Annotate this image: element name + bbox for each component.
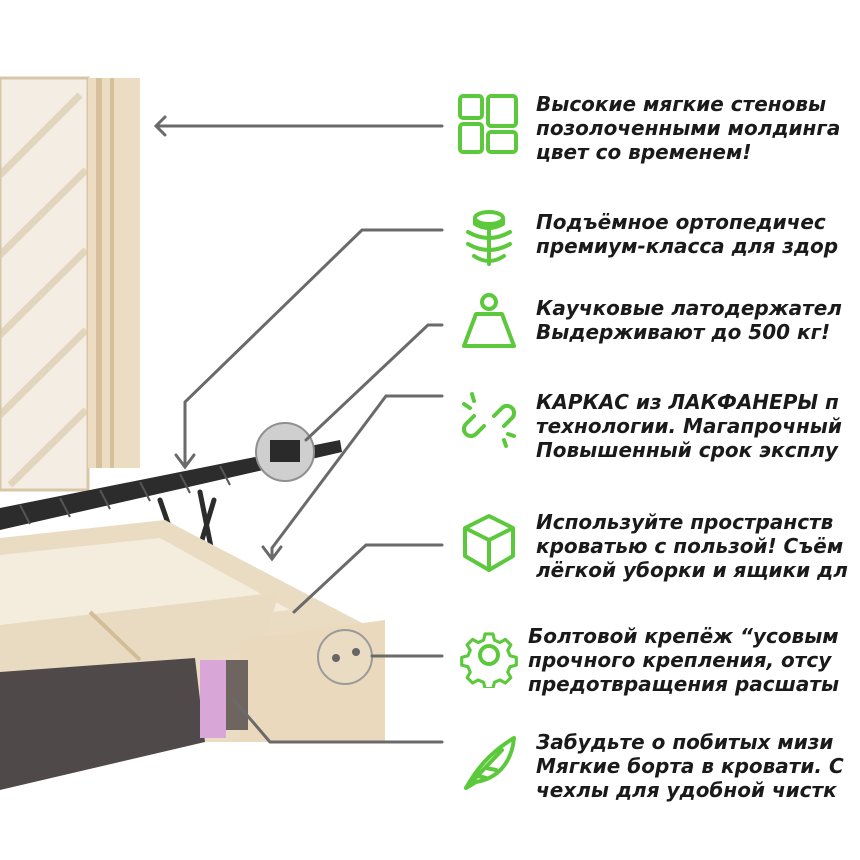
orthopedic-base-icon: [466, 210, 512, 266]
feature-2: Подъёмное ортопедичес премиум-класса для…: [0, 206, 860, 286]
feature-2-line-2: премиум-класса для здор: [536, 234, 839, 258]
broken-link-icon: [461, 392, 517, 448]
feature-6-line-1: Болтовой крепёж “усовым: [528, 624, 839, 648]
gear-icon: [460, 632, 518, 688]
feature-6: Болтовой крепёж “усовым прочного креплен…: [0, 622, 860, 702]
feature-3-line-2: Выдерживают до 500 кг!: [536, 320, 831, 344]
soft-side-accent: [200, 660, 226, 738]
feature-5-line-2: кроватью с пользой! Съём: [536, 534, 844, 558]
feather-icon: [464, 736, 516, 790]
feature-3-line-1: Каучковые латодержател: [536, 296, 842, 320]
leader-lines: [153, 115, 444, 744]
feature-1-line-2: позолоченными молдинга: [536, 116, 841, 140]
feature-5-line-1: Используйте пространств: [536, 510, 834, 534]
feature-1: Высокие мягкие стеновы позолоченными мол…: [0, 92, 860, 172]
feature-4-line-2: технологии. Магапрочный: [536, 414, 842, 438]
feature-5-line-3: лёгкой уборки и ящики дл: [536, 558, 848, 582]
feature-6-line-2: прочного крепления, отсу: [528, 648, 832, 672]
feature-7-line-1: Забудьте о побитых мизи: [536, 730, 834, 754]
feature-7-line-3: чехлы для удобной чистк: [536, 778, 837, 802]
feature-4: КАРКАС из ЛАКФАНЕРЫ п технологии. Магапр…: [0, 388, 860, 468]
headboard-molding: [0, 92, 89, 488]
feature-3: Каучковые латодержател Выдерживают до 50…: [0, 290, 860, 370]
feature-4-line-1: КАРКАС из ЛАКФАНЕРЫ п: [536, 390, 839, 414]
feature-2-line-1: Подъёмное ортопедичес: [536, 210, 826, 234]
feature-1-line-1: Высокие мягкие стеновы: [536, 92, 827, 116]
feature-5: Используйте пространств кроватью с польз…: [0, 510, 860, 590]
feature-7: Забудьте о побитых мизи Мягкие борта в к…: [0, 730, 860, 810]
feature-4-line-3: Повышенный срок эксплу: [536, 438, 838, 462]
feature-6-line-3: предотвращения расшаты: [528, 672, 840, 696]
weight-icon: [462, 293, 516, 348]
feature-1-line-3: цвет со временем!: [536, 140, 752, 164]
feature-7-line-2: Мягкие борта в кровати. С: [536, 754, 844, 778]
box-icon: [463, 514, 515, 572]
soft-side-panel: [0, 658, 205, 790]
modules-icon: [458, 94, 518, 154]
lift-frame: [0, 440, 342, 530]
